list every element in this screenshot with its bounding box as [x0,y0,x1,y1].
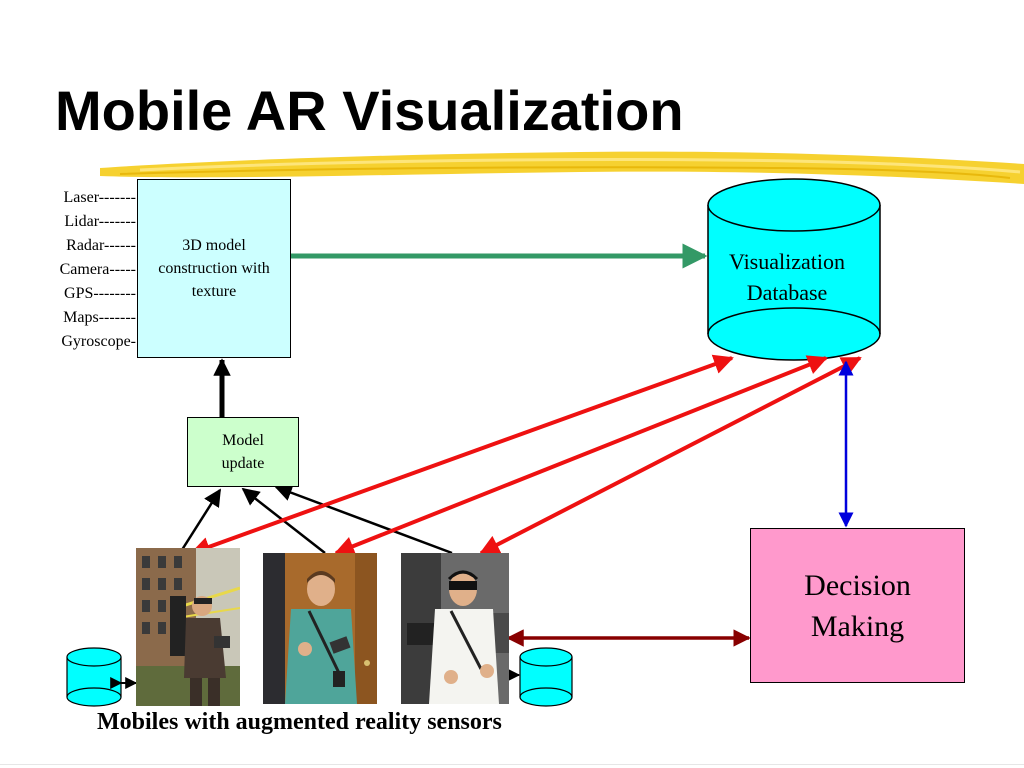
sensor-list: Laser------- Lidar------- Radar------ Ca… [36,186,136,354]
model-update-box: Model update [187,417,299,487]
sensor-radar: Radar------ [66,237,136,254]
small-database-right [519,647,573,707]
photo-mobile-user-lab [401,553,509,704]
visualization-database-cylinder [707,178,881,361]
mobiles-caption: Mobiles with augmented reality sensors [97,709,502,735]
decision-making-box: Decision Making [750,528,965,683]
sensor-gps: GPS-------- [64,285,136,302]
sensor-laser: Laser------- [63,189,136,206]
slide-title: Mobile AR Visualization [55,79,684,142]
footer-divider [0,764,1024,765]
small-database-left [66,647,122,707]
visualization-database-label: Visualization Database [729,249,845,305]
highlighter-stroke [100,151,1024,184]
model-construction-box: 3D model construction with texture [137,179,291,358]
sensor-lidar: Lidar------- [64,213,136,230]
sensor-maps: Maps------- [63,309,136,326]
photo-mobile-user-hallway [263,553,377,704]
sensor-gyroscope: Gyroscope- [61,333,136,350]
arrow-mobile2-database [334,355,828,556]
arrow-mobile3-database [479,356,862,555]
photo-mobile-user-outdoor [136,548,240,706]
sensor-camera: Camera----- [59,261,136,278]
